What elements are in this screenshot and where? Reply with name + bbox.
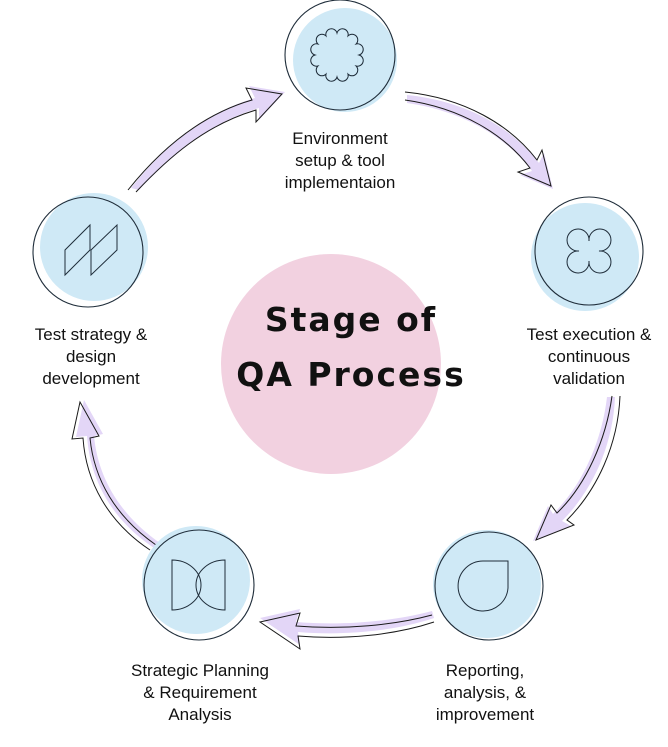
label-line: development bbox=[42, 369, 140, 388]
arrow-strategy-to-environment bbox=[127, 86, 285, 193]
label-line: Strategic Planning bbox=[131, 661, 269, 680]
stage-label-planning: Strategic Planning & Requirement Analysi… bbox=[105, 660, 295, 726]
label-line: Test strategy & bbox=[34, 325, 148, 344]
label-line: analysis, & bbox=[443, 683, 527, 702]
label-line: Reporting, bbox=[445, 661, 525, 680]
scalloped-flower-icon bbox=[310, 28, 364, 82]
arrow-planning-to-strategy bbox=[71, 400, 160, 551]
label-line: continuous bbox=[547, 347, 631, 366]
label-line: & Requirement bbox=[143, 683, 257, 702]
stage-label-environment: Environment setup & tool implementaion bbox=[255, 128, 425, 194]
arrow-reporting-to-planning bbox=[258, 609, 435, 651]
stage-label-execution: Test execution & continuous validation bbox=[510, 324, 668, 390]
center-title-line-2: QA Process bbox=[236, 355, 466, 394]
stage-node-environment bbox=[284, 0, 397, 112]
twin-parallelograms-icon bbox=[64, 223, 118, 277]
label-line: Test execution & bbox=[526, 325, 652, 344]
center-circle bbox=[221, 254, 441, 474]
center-title: Stage of QA Process bbox=[221, 292, 481, 402]
label-line: implementaion bbox=[284, 173, 396, 192]
facing-half-circles-icon bbox=[171, 559, 226, 611]
stage-node-execution bbox=[531, 196, 644, 311]
stage-node-strategy bbox=[32, 193, 148, 308]
four-circles-clover-icon bbox=[566, 228, 612, 274]
label-line: validation bbox=[553, 369, 625, 388]
label-line: improvement bbox=[435, 705, 535, 724]
stage-node-planning bbox=[142, 526, 255, 641]
teardrop-icon bbox=[457, 560, 509, 612]
stage-label-reporting: Reporting, analysis, & improvement bbox=[410, 660, 560, 726]
label-line: Environment bbox=[292, 129, 388, 148]
arrow-environment-to-execution bbox=[404, 91, 553, 189]
stage-node-reporting bbox=[433, 530, 544, 641]
arrow-execution-to-reporting bbox=[533, 395, 621, 541]
label-line: Analysis bbox=[168, 705, 232, 724]
center-title-line-1: Stage of bbox=[264, 300, 438, 339]
label-line: setup & tool bbox=[295, 151, 385, 170]
stage-label-strategy: Test strategy & design development bbox=[12, 324, 170, 390]
label-line: design bbox=[65, 347, 117, 366]
